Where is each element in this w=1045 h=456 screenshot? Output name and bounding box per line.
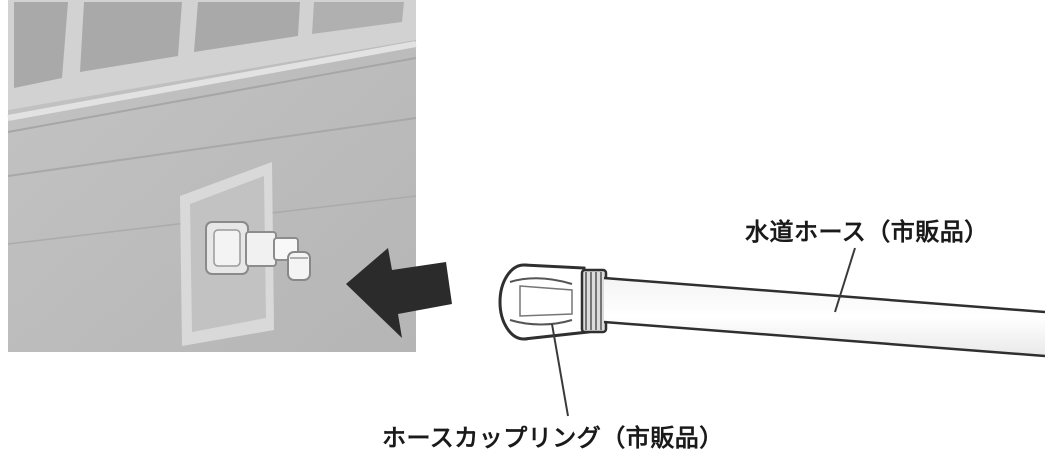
- water-hose-label: 水道ホース（市販品）: [745, 218, 989, 246]
- hose-coupling-label: ホースカップリング（市販品）: [382, 424, 724, 452]
- hose-leader-line: [834, 247, 856, 313]
- water-hose: [603, 276, 1045, 358]
- appliance-photo: [7, 0, 417, 352]
- direction-arrow: [346, 248, 452, 338]
- drain-nozzle: [205, 221, 311, 281]
- vent-grille: [7, 0, 417, 133]
- hose-coupling: [498, 263, 608, 341]
- coupling-leader-line: [551, 323, 569, 417]
